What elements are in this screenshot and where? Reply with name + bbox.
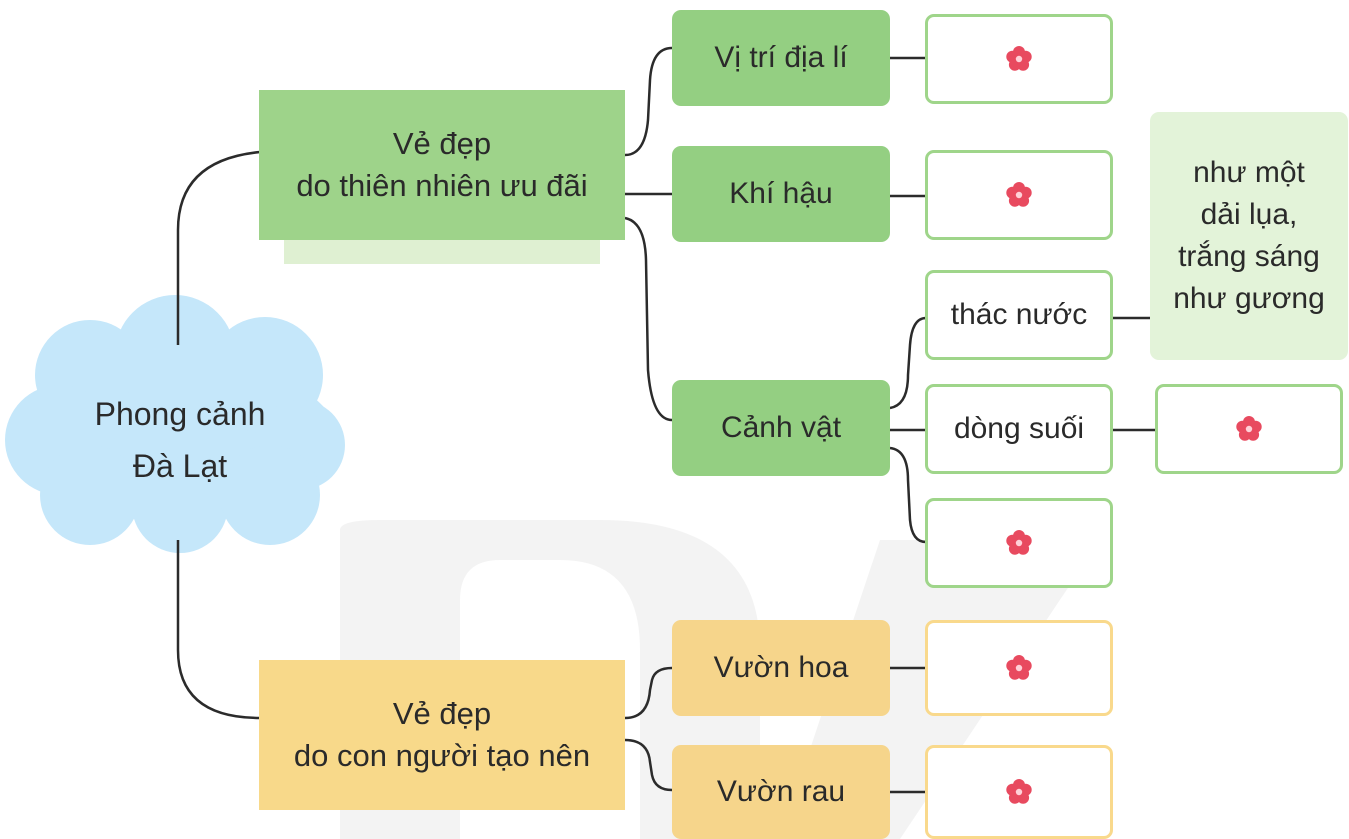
sub-node-scenery: Cảnh vật — [672, 380, 890, 476]
main-node-human: Vẻ đẹp do con người tạo nên — [259, 660, 625, 810]
flower-icon — [1006, 530, 1032, 555]
answer-box-scenery-other[interactable] — [925, 498, 1113, 588]
connector-lines — [176, 46, 1155, 794]
flower-icon — [1006, 655, 1032, 680]
answer-box-stream[interactable] — [1155, 384, 1343, 474]
child-node-stream: dòng suối — [925, 384, 1113, 474]
answer-box-vegetable-garden[interactable] — [925, 745, 1113, 839]
sub-node-climate: Khí hậu — [672, 146, 890, 242]
main-node-nature: Vẻ đẹp do thiên nhiên ưu đãi — [259, 90, 625, 240]
main-node-shadow — [284, 236, 600, 264]
root-node-label: Phong cảnh Đà Lạt — [94, 396, 266, 484]
answer-box-flower-garden[interactable] — [925, 620, 1113, 716]
answer-box-climate[interactable] — [925, 150, 1113, 240]
sub-node-flower-garden: Vườn hoa — [672, 620, 890, 716]
answer-box-location[interactable] — [925, 14, 1113, 104]
flower-icon — [1006, 779, 1032, 804]
flower-icon — [1236, 416, 1262, 441]
cloud-shape — [5, 295, 345, 553]
sub-node-vegetable-garden: Vườn rau — [672, 745, 890, 839]
flower-icon — [1006, 46, 1032, 71]
child-node-waterfall: thác nước — [925, 270, 1113, 360]
sub-node-location: Vị trí địa lí — [672, 10, 890, 106]
flower-icon — [1006, 182, 1032, 207]
waterfall-note: như một dải lụa, trắng sáng như gương — [1150, 112, 1348, 360]
